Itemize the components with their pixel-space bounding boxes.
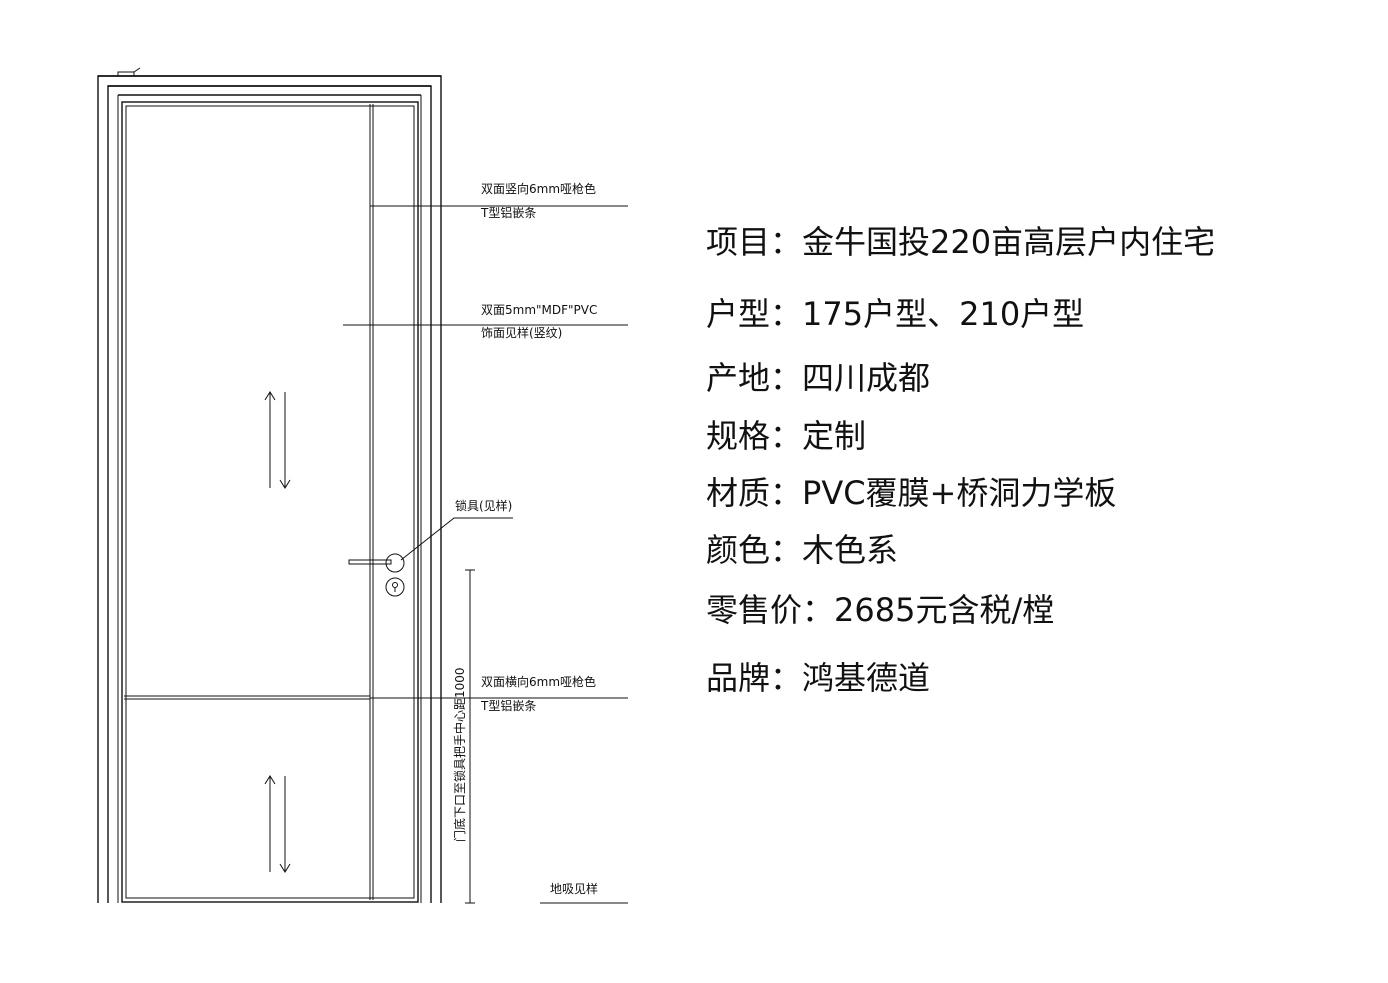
grain-arrow-upper — [264, 391, 291, 489]
spec-row-material: 材质：PVC覆膜+桥洞力学板 — [706, 477, 1116, 509]
spec-label: 产地： — [706, 359, 803, 397]
horizontal-t-strip — [124, 695, 370, 700]
spec-row-project: 项目：金牛国投220亩高层户内住宅 — [706, 226, 1215, 258]
annotation-vertical-strip-line2: T型铝嵌条 — [480, 205, 536, 220]
spec-row-retail-price: 零售价：2685元含税/樘 — [706, 594, 1054, 626]
grain-arrow-lower — [264, 775, 291, 873]
spec-label: 零售价： — [706, 591, 835, 629]
spec-row-color: 颜色：木色系 — [706, 534, 898, 566]
leader-lines — [343, 205, 628, 904]
annotation-height-dimension: 门底下口至锁具把手中心距1000 — [452, 667, 467, 842]
annotation-horizontal-strip-line1: 双面横向6mm哑枪色 — [481, 674, 596, 689]
vertical-t-strip — [369, 104, 374, 900]
spec-row-unit-type: 户型：175户型、210户型 — [706, 298, 1084, 330]
spec-label: 颜色： — [706, 531, 803, 569]
spec-label: 品牌： — [706, 659, 803, 697]
spec-label: 材质： — [706, 474, 803, 512]
annotation-floor-stop: 地吸见样 — [550, 881, 598, 896]
spec-value: PVC覆膜+桥洞力学板 — [802, 474, 1117, 512]
spec-label: 户型： — [706, 295, 803, 333]
annotation-panel-line2: 饰面见样(竖纹) — [481, 325, 562, 340]
spec-value: 175户型、210户型 — [802, 295, 1085, 333]
spec-value: 木色系 — [802, 531, 899, 569]
spec-value: 金牛国投220亩高层户内住宅 — [802, 223, 1216, 261]
door-leaf — [121, 101, 419, 903]
spec-row-size: 规格：定制 — [706, 420, 866, 452]
keyhole-icon — [385, 577, 405, 597]
door-frame — [97, 67, 442, 903]
annotation-lock: 锁具(见样) — [455, 498, 512, 513]
annotation-horizontal-strip-line2: T型铝嵌条 — [480, 698, 536, 713]
annotation-panel-line1: 双面5mm"MDF"PVC — [481, 303, 597, 317]
spec-value: 四川成都 — [802, 359, 931, 397]
grain-arrow-icons — [264, 391, 291, 873]
spec-value: 2685元含税/樘 — [834, 591, 1055, 629]
spec-value: 鸿基德道 — [802, 659, 931, 697]
spec-value: 定制 — [802, 417, 867, 455]
spec-row-brand: 品牌：鸿基德道 — [706, 662, 930, 694]
door-handle-icon — [348, 553, 405, 573]
spec-label: 规格： — [706, 417, 803, 455]
annotation-vertical-strip-line1: 双面竖向6mm哑枪色 — [481, 181, 596, 196]
spec-row-origin: 产地：四川成都 — [706, 362, 930, 394]
spec-label: 项目： — [706, 223, 803, 261]
height-dimension-line — [465, 569, 475, 904]
